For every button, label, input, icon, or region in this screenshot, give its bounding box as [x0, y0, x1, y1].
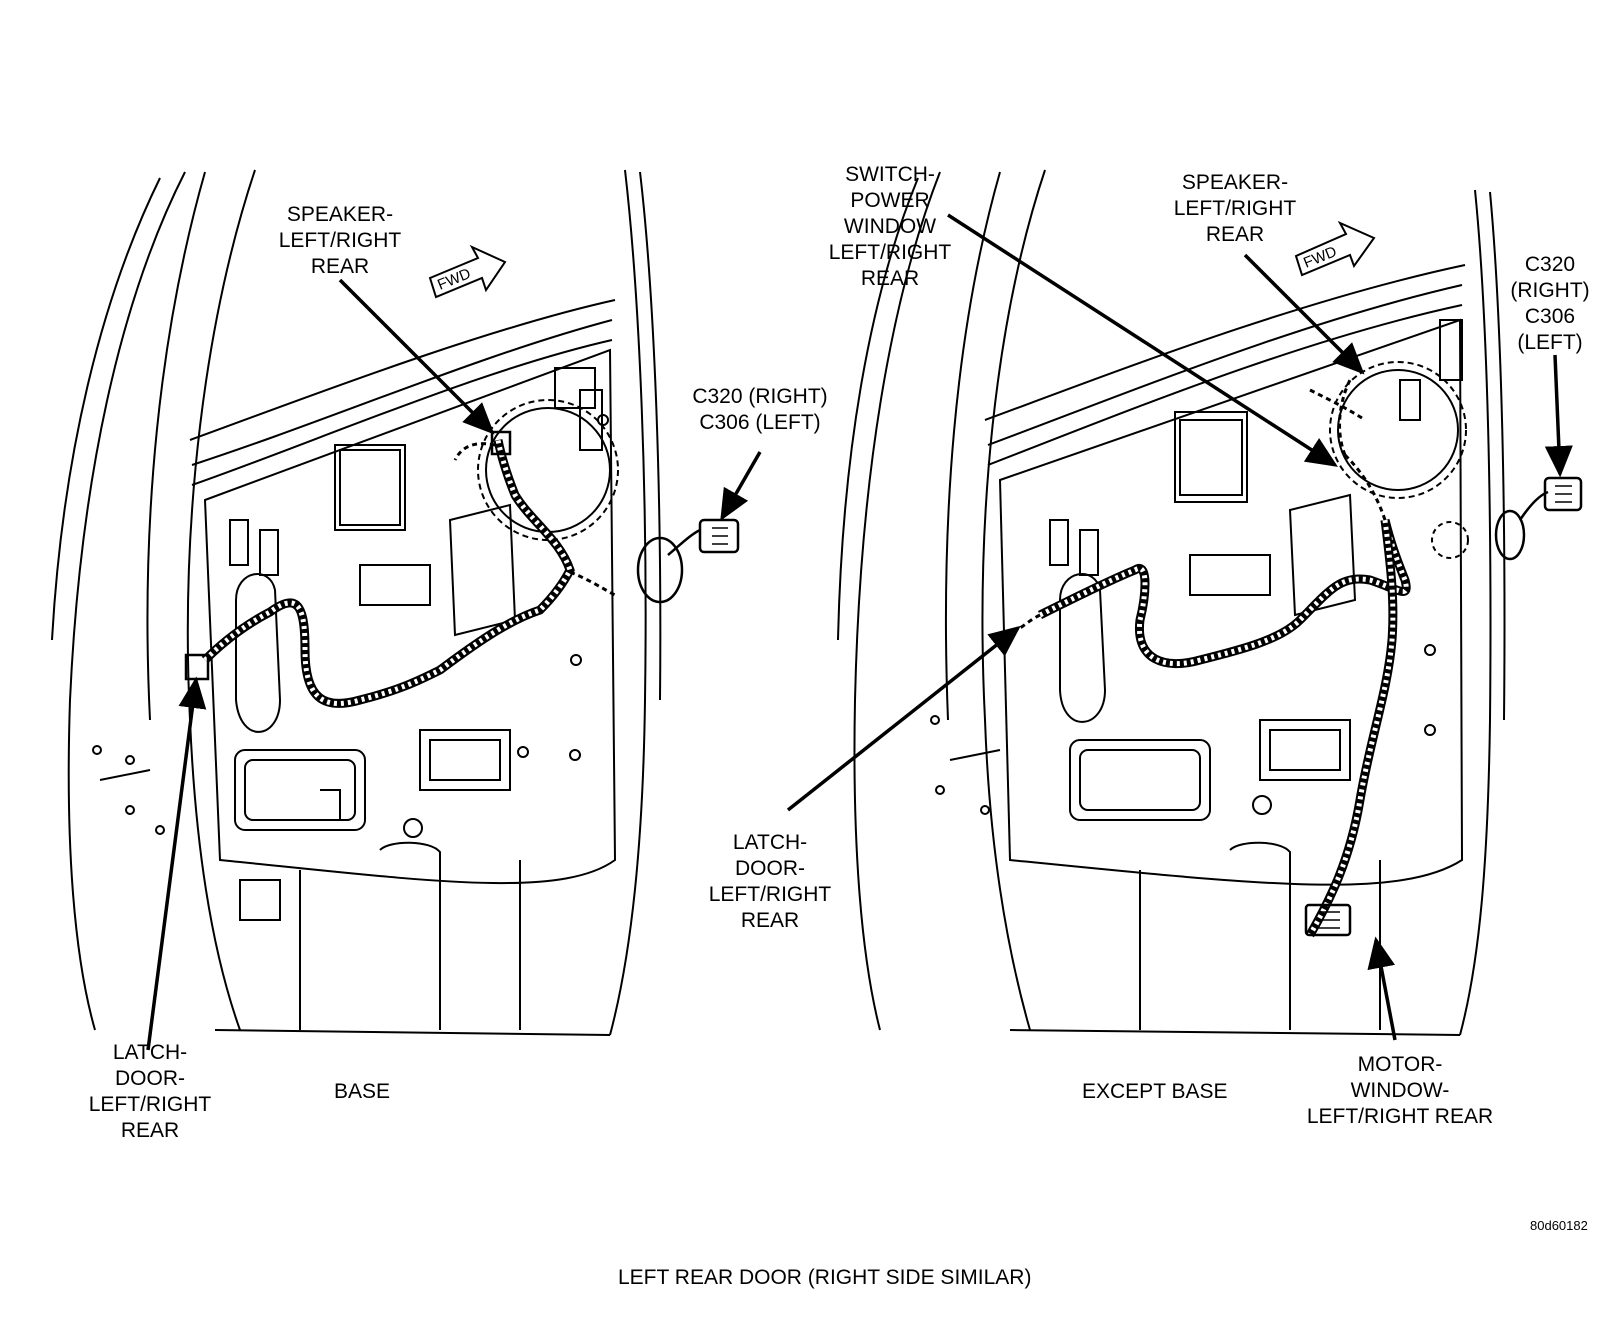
- arrow-latch-except-base: [786, 625, 1021, 812]
- label-line: REAR: [1205, 223, 1265, 246]
- label-speaker-base: SPEAKER- LEFT/RIGHT REAR: [270, 202, 410, 280]
- label-line: REAR: [120, 1119, 180, 1142]
- label-line: SWITCH-: [845, 163, 935, 186]
- leader-arrows-base: [146, 278, 762, 1051]
- diagram-title: LEFT REAR DOOR (RIGHT SIDE SIMILAR): [618, 1266, 1032, 1289]
- label-line: LEFT/RIGHT: [828, 241, 952, 264]
- label-speaker-except-base: SPEAKER- LEFT/RIGHT REAR: [1165, 170, 1305, 248]
- label-motor-except-base: MOTOR- WINDOW- LEFT/RIGHT REAR: [1290, 1052, 1510, 1130]
- label-line: POWER: [850, 189, 930, 212]
- label-line: REAR: [740, 909, 800, 932]
- label-connector-base: C320 (RIGHT) C306 (LEFT): [680, 384, 840, 436]
- label-line: C320: [1524, 253, 1576, 276]
- label-line: LEFT/RIGHT: [1173, 197, 1297, 220]
- wiring-harness-except-base: [1019, 379, 1411, 938]
- door-outline-base: [51, 169, 662, 1036]
- label-line: REAR: [310, 255, 370, 278]
- arrow-speaker-except-base: [1243, 253, 1365, 375]
- label-line: MOTOR-: [1357, 1053, 1443, 1076]
- caption-except-base: EXCEPT BASE: [1082, 1080, 1228, 1103]
- label-latch-base: LATCH- DOOR- LEFT/RIGHT REAR: [80, 1040, 220, 1144]
- label-line: C306 (LEFT): [699, 411, 821, 434]
- label-line: DOOR-: [115, 1067, 185, 1090]
- arrow-connector-except-base: [1544, 354, 1573, 478]
- figure-id: 80d60182: [1530, 1218, 1588, 1233]
- label-line: WINDOW-: [1350, 1079, 1450, 1102]
- arrow-connector-base: [720, 451, 762, 522]
- label-line: C320 (RIGHT): [692, 385, 828, 408]
- label-line: C306: [1524, 305, 1576, 328]
- label-line: LATCH-: [112, 1041, 188, 1064]
- door-connector-except-base: [1494, 476, 1583, 561]
- label-latch-except-base: LATCH- DOOR- LEFT/RIGHT REAR: [700, 830, 840, 934]
- label-line: LEFT/RIGHT: [88, 1093, 212, 1116]
- label-line: LEFT/RIGHT REAR: [1306, 1105, 1494, 1128]
- arrow-speaker-base: [338, 278, 495, 435]
- arrow-switch-except-base: [947, 213, 1338, 467]
- arrow-latch-base: [146, 676, 207, 1051]
- label-line: WINDOW: [843, 215, 937, 238]
- arrow-motor-except-base: [1367, 936, 1397, 1041]
- label-line: LEFT/RIGHT: [708, 883, 832, 906]
- label-line: DOOR-: [735, 857, 805, 880]
- label-line: REAR: [860, 267, 920, 290]
- label-line: LATCH-: [732, 831, 808, 854]
- label-line: (LEFT): [1517, 331, 1583, 354]
- leader-arrows-except-base: [786, 213, 1573, 1041]
- label-line: (RIGHT): [1510, 279, 1590, 302]
- door-outline-except-base: [837, 169, 1506, 1036]
- door-connector-base: [636, 518, 740, 604]
- label-line: SPEAKER-: [1181, 171, 1289, 194]
- caption-base: BASE: [334, 1080, 391, 1103]
- wiring-harness-base: [184, 430, 616, 708]
- label-line: LEFT/RIGHT: [278, 229, 402, 252]
- label-line: SPEAKER-: [286, 203, 394, 226]
- fwd-arrow-right: FWD: [1294, 220, 1376, 277]
- label-connector-except-base: C320 (RIGHT) C306 (LEFT): [1500, 252, 1600, 356]
- fwd-arrow-left: FWD: [428, 244, 507, 299]
- label-switch-except-base: SWITCH- POWER WINDOW LEFT/RIGHT REAR: [815, 162, 965, 292]
